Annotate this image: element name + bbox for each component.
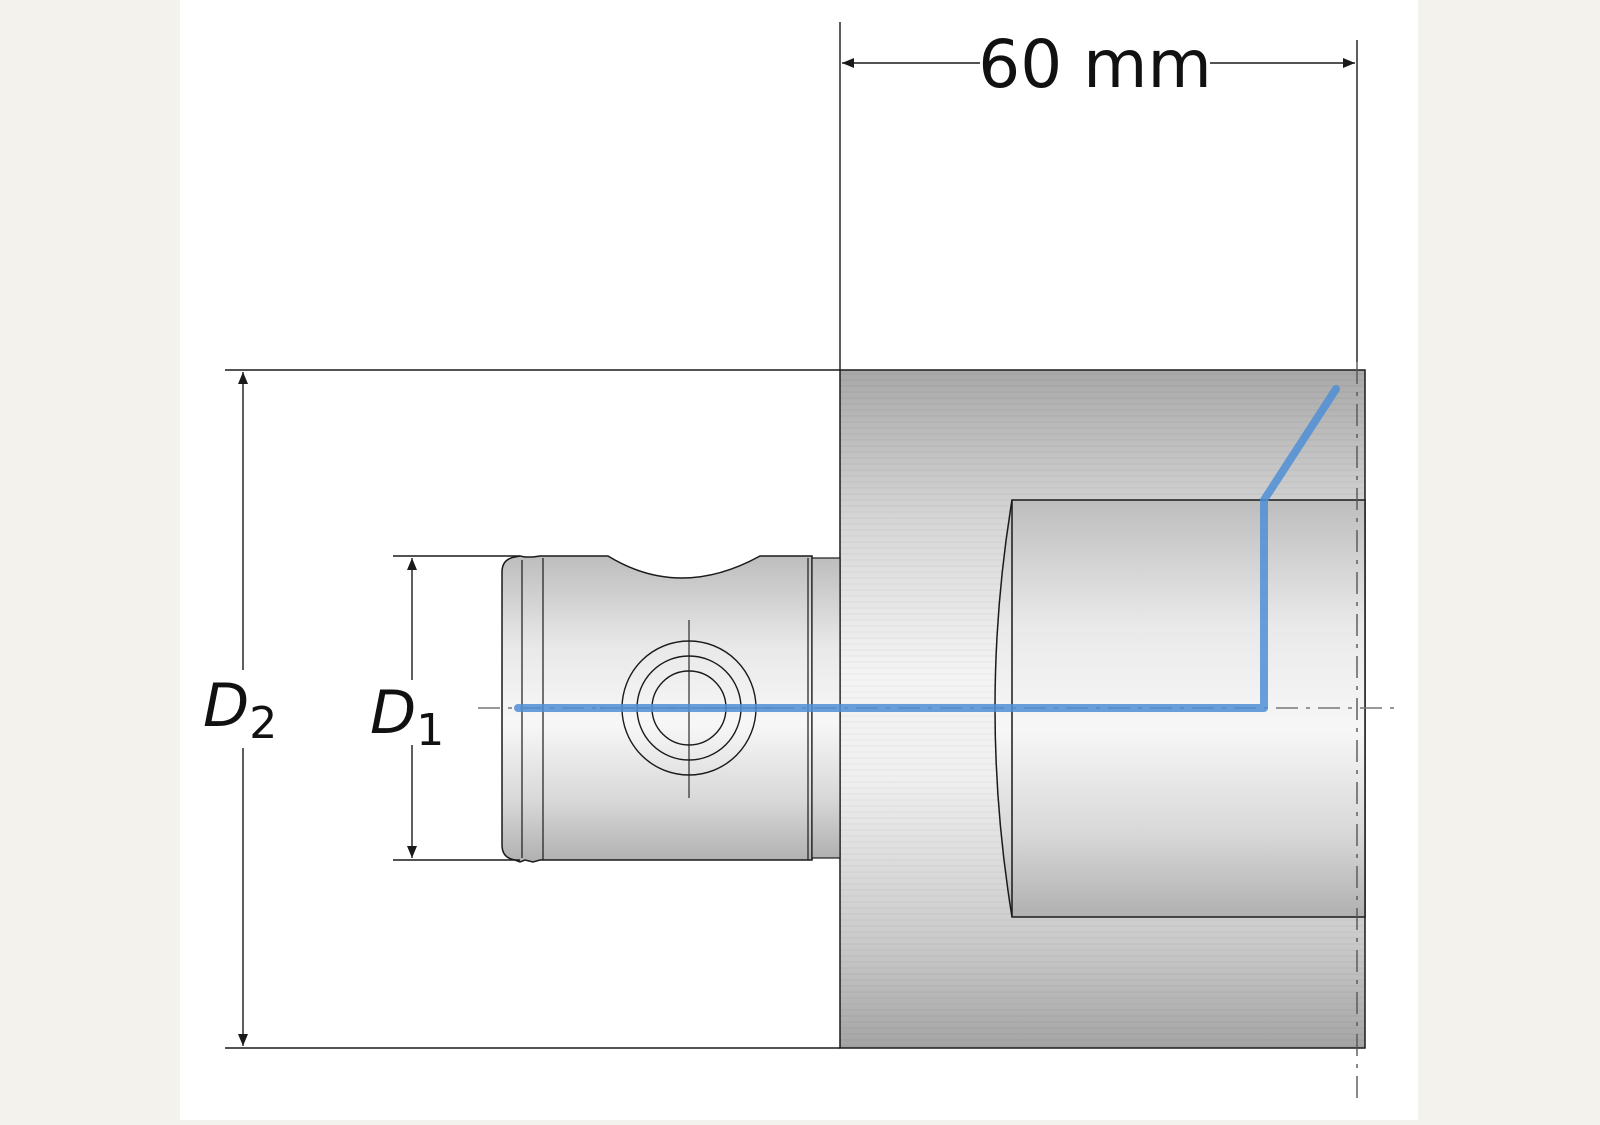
coolant-path (514, 385, 1340, 712)
d1-dimension: D1 (370, 555, 520, 861)
d2-dimension: D2 (203, 369, 840, 1049)
d1-label: D1 (370, 678, 444, 756)
d2-letter: D (203, 671, 249, 741)
d2-subscript: 2 (249, 698, 277, 749)
d2-label: D2 (203, 671, 277, 749)
length-label: 60 mm (978, 26, 1212, 103)
d1-letter: D (370, 678, 416, 748)
length-dimension: 60 mm (839, 22, 1358, 370)
d1-subscript: 1 (416, 705, 444, 756)
